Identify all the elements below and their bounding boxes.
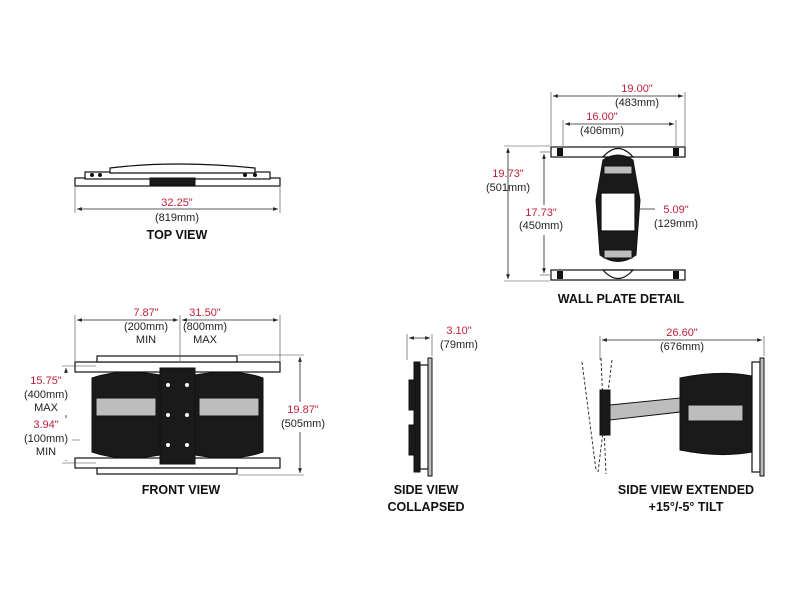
wall-plate-inner-width-in: 16.00" (586, 111, 618, 123)
wall-plate-inner-width-dimension: 16.00" (406mm) (562, 111, 677, 146)
side-collapsed-caption-line2: COLLAPSED (387, 500, 464, 514)
front-view-vmin-in: 3.94" (33, 419, 58, 431)
wall-plate-drawing (550, 146, 686, 281)
front-view-max-width-in: 31.50" (189, 307, 221, 319)
front-view-max-label: MAX (193, 334, 218, 346)
front-view-vmin-label: MIN (36, 446, 56, 458)
side-view-extended: 26.60" (676mm) SIDE VIEW EXTENDED +15°/-… (581, 327, 765, 514)
front-view-height-mm: (505mm) (281, 418, 325, 430)
top-view-caption: TOP VIEW (147, 228, 208, 242)
top-view: 32.25" (819mm) TOP VIEW (74, 163, 281, 242)
side-collapsed-depth-dimension: 3.10" (79mm) (406, 325, 478, 360)
side-extended-caption-line2: +15°/-5° TILT (649, 500, 724, 514)
wall-plate-cutout-mm: (129mm) (654, 218, 698, 230)
front-view-min-width-in: 7.87" (133, 307, 158, 319)
front-view: 7.87" (200mm) MIN 31.50" (800mm) MAX 19.… (24, 307, 328, 497)
wall-plate-overall-width-mm: (483mm) (615, 97, 659, 109)
side-collapsed-mount (408, 357, 433, 477)
side-extended-length-mm: (676mm) (660, 341, 704, 353)
side-collapsed-depth-mm: (79mm) (440, 339, 478, 351)
front-view-vmax-mm: (400mm) (24, 389, 68, 401)
wall-plate-overall-width-in: 19.00" (621, 83, 653, 95)
front-view-height-in: 19.87" (287, 404, 319, 416)
top-view-width-mm: (819mm) (155, 212, 199, 224)
side-extended-caption-line1: SIDE VIEW EXTENDED (618, 483, 754, 497)
wall-plate-inner-height-mm: (450mm) (519, 220, 563, 232)
wall-plate-cutout-dimension: 5.09" (129mm) (636, 204, 698, 230)
front-view-mount (74, 355, 281, 475)
front-view-max-width-mm: (800mm) (183, 321, 227, 333)
wall-plate-overall-width-dimension: 19.00" (483mm) (550, 83, 686, 146)
side-extended-length-dimension: 26.60" (676mm) (599, 327, 765, 360)
front-view-vertical-spacing-dimensions: 15.75" (400mm) MAX 3.94" (100mm) MIN (24, 365, 96, 464)
front-view-vmax-in: 15.75" (30, 375, 62, 387)
side-collapsed-caption-line1: SIDE VIEW (394, 483, 459, 497)
side-extended-length-in: 26.60" (666, 327, 698, 339)
front-view-height-dimension: 19.87" (505mm) (238, 354, 328, 476)
wall-plate-overall-height-mm: (501mm) (486, 182, 530, 194)
wall-plate-cutout-in: 5.09" (663, 204, 688, 216)
top-view-width-dimension: 32.25" (819mm) (74, 187, 281, 224)
wall-plate-overall-height-dimension: 19.73" (501mm) (486, 145, 550, 282)
front-view-caption: FRONT VIEW (142, 483, 221, 497)
top-view-width-in: 32.25" (161, 197, 193, 209)
front-view-vmin-mm: (100mm) (24, 433, 68, 445)
front-view-width-dimensions: 7.87" (200mm) MIN 31.50" (800mm) MAX (74, 307, 281, 361)
front-view-vmax-label: MAX (34, 402, 59, 414)
top-view-mount (74, 163, 281, 187)
front-view-min-label: MIN (136, 334, 156, 346)
wall-plate-detail: 19.00" (483mm) 16.00" (406mm) 19.73" (50… (486, 83, 698, 306)
side-view-collapsed: 3.10" (79mm) SIDE VIEW COLLAPSED (387, 325, 477, 514)
side-extended-mount (581, 357, 765, 477)
side-collapsed-depth-in: 3.10" (446, 325, 471, 337)
wall-plate-caption: WALL PLATE DETAIL (558, 292, 685, 306)
wall-plate-overall-height-in: 19.73" (492, 168, 524, 180)
front-view-min-width-mm: (200mm) (124, 321, 168, 333)
wall-plate-inner-width-mm: (406mm) (580, 125, 624, 137)
wall-plate-inner-height-dimension: 17.73" (450mm) (517, 151, 563, 276)
wall-plate-inner-height-in: 17.73" (525, 207, 557, 219)
